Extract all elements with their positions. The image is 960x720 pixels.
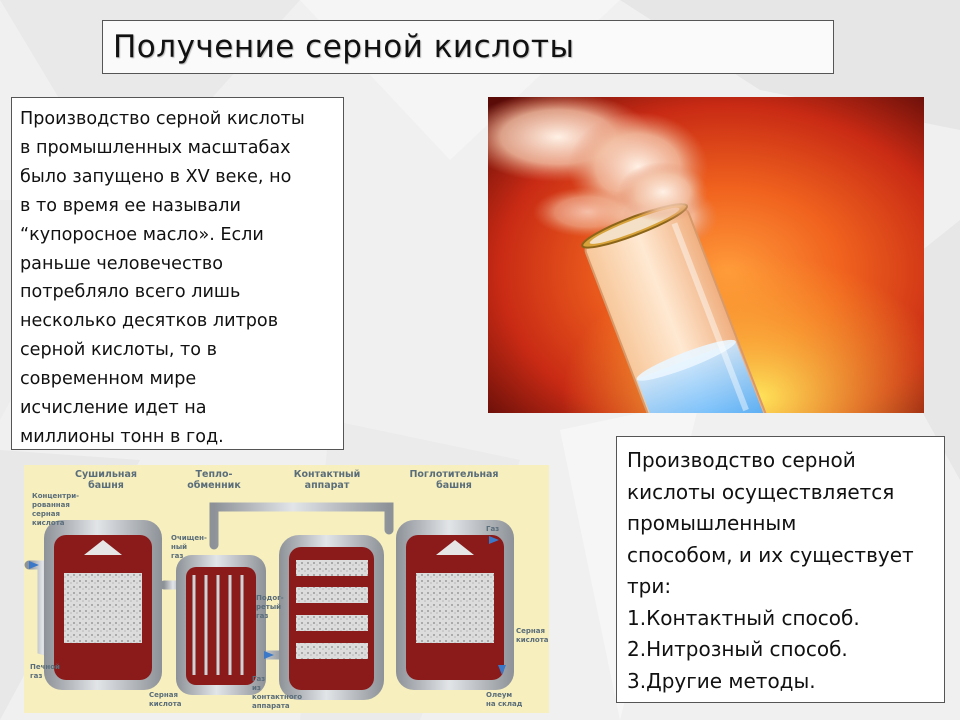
history-line: современном мире <box>20 369 197 390</box>
acid-smoke-tube-photo <box>488 97 924 413</box>
label-drying-tower: башня <box>88 480 124 491</box>
label-drying-tower: Сушильная <box>75 469 137 480</box>
label-heat-exchanger: обменник <box>187 480 241 491</box>
label-absorption-tower: башня <box>436 480 472 491</box>
methods-line: три: <box>627 574 672 598</box>
label-kiln-gas: газ <box>30 672 42 680</box>
label-absorption-tower: Поглотительная <box>409 469 498 480</box>
history-line: было запущено в XV веке, но <box>20 166 292 187</box>
history-line: “купоросное масло». Если <box>20 224 264 245</box>
label-concentrated-acid: Концентри- <box>32 492 79 500</box>
label-oleum: Олеум <box>486 691 512 699</box>
method-item: 3.Другие методы. <box>627 668 816 693</box>
absorption-tower <box>396 520 514 690</box>
label-acid-out: кислота <box>516 636 549 644</box>
label-contact-gas: контактного <box>252 693 302 701</box>
history-line: потребляло всего лишь <box>20 282 241 303</box>
label-contact-apparatus: Контактный <box>294 469 361 480</box>
label-heated-gas: ретый <box>256 603 281 611</box>
title-box: Получение серной кислоты <box>102 20 834 74</box>
contact-process-diagram: Сушильная башня Тепло- обменник Контактн… <box>24 465 549 713</box>
methods-line: Производство серной <box>627 448 856 472</box>
label-purified-gas: Очищен- <box>171 534 207 542</box>
label-contact-gas: аппарата <box>252 702 290 710</box>
label-heated-gas: газ <box>256 612 268 620</box>
heat-exchanger <box>176 555 266 695</box>
label-heated-gas: Подог- <box>256 594 284 602</box>
history-line: Производство серной кислоты <box>20 109 305 129</box>
label-contact-gas: из <box>252 684 261 692</box>
slide-title: Получение серной кислоты <box>113 29 575 65</box>
drying-tower <box>44 520 162 690</box>
methods-line: промышленным <box>627 511 797 535</box>
history-line: исчисление идет на <box>20 398 207 419</box>
label-concentrated-acid: кислота <box>32 519 65 527</box>
label-kiln-gas: Печной <box>30 663 60 671</box>
method-item: 2.Нитрозный способ. <box>627 637 848 661</box>
label-purified-gas: ный <box>171 543 187 551</box>
label-gas-out: Газ <box>486 525 499 533</box>
method-item: 1.Контактный способ. <box>627 605 860 630</box>
history-line: раньше человечество <box>20 253 224 274</box>
label-oleum: на склад <box>486 700 523 708</box>
history-line: серной кислоты, то в <box>20 340 218 361</box>
history-line: несколько десятков литров <box>20 311 279 332</box>
label-contact-gas: Газ <box>252 675 265 683</box>
label-concentrated-acid: рованная <box>32 501 70 509</box>
history-line: в промышленных масштабах <box>20 137 291 158</box>
history-line: в то время ее называли <box>20 195 241 216</box>
history-line: миллионы тонн в год. <box>20 426 224 447</box>
methods-line: способом, и их существует <box>627 542 914 567</box>
label-heat-exchanger: Тепло- <box>196 469 233 480</box>
label-purified-gas: газ <box>171 552 183 560</box>
label-contact-apparatus: аппарат <box>305 480 350 491</box>
label-acid-bottom: кислота <box>149 700 182 708</box>
methods-text-box: Производство серной кислоты осуществляет… <box>616 436 945 703</box>
contact-apparatus <box>279 535 384 700</box>
history-text-box: Производство серной кислоты в промышленн… <box>11 97 344 450</box>
label-acid-bottom: Серная <box>149 691 178 699</box>
methods-line: кислоты осуществляется <box>627 479 895 504</box>
label-acid-out: Серная <box>516 627 545 635</box>
label-concentrated-acid: серная <box>32 510 60 518</box>
